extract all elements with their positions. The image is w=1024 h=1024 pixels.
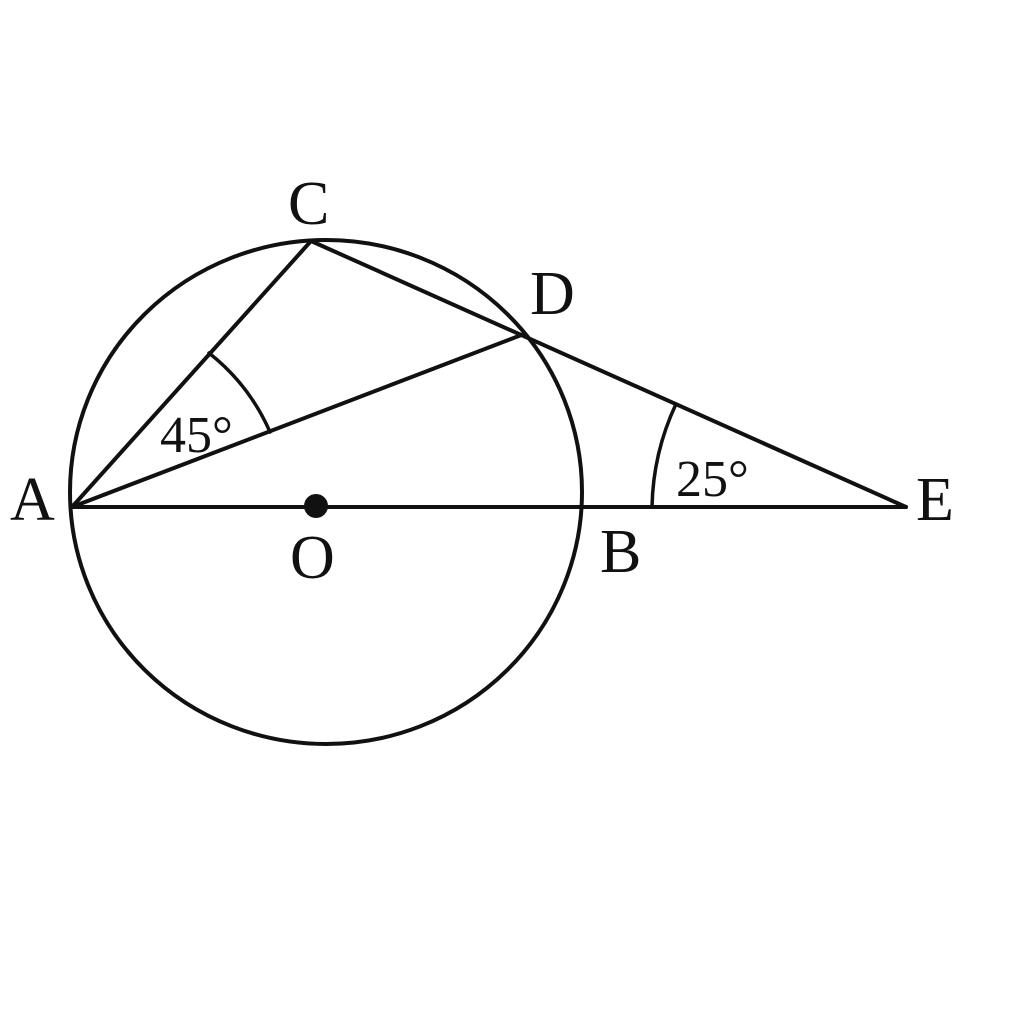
angle-arc-a [207, 351, 272, 434]
label-point-a: A [10, 466, 55, 534]
segment-a-c [70, 239, 313, 509]
circle-o [68, 238, 584, 746]
label-point-e: E [916, 466, 954, 534]
angle-arc-e [650, 402, 678, 509]
line-c-e [309, 239, 908, 509]
label-point-o: O [290, 524, 335, 592]
label-point-d: D [530, 260, 575, 328]
label-point-b: B [600, 518, 641, 586]
label-angle-a: 45° [160, 407, 233, 464]
label-point-c: C [288, 170, 329, 238]
label-angle-e: 25° [676, 451, 749, 508]
segment-a-d [70, 332, 526, 509]
center-point-o [304, 494, 328, 518]
